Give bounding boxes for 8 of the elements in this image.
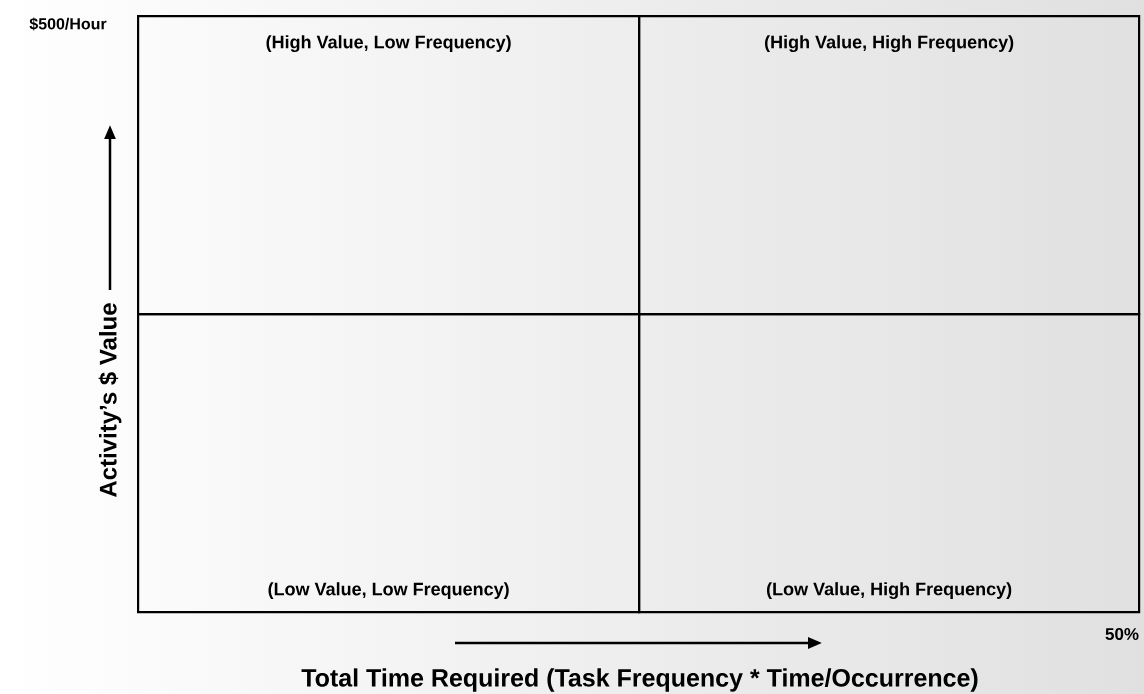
quadrant-box: (High Value, Low Frequency) bbox=[137, 15, 641, 316]
axis-title: Activity’s $ Value bbox=[98, 303, 122, 497]
quadrant-box: (Low Value, Low Frequency) bbox=[137, 313, 641, 614]
quadrant-box: (Low Value, High Frequency) bbox=[638, 313, 1141, 614]
axis-limit-label: 50% bbox=[1105, 628, 1139, 640]
axis-title: Total Time Required (Task Frequency * Time/Occurrence) bbox=[301, 668, 978, 692]
quadrant-box: (High Value, High Frequency) bbox=[638, 15, 1141, 316]
axis-limit-label: $500/Hour bbox=[29, 17, 107, 31]
